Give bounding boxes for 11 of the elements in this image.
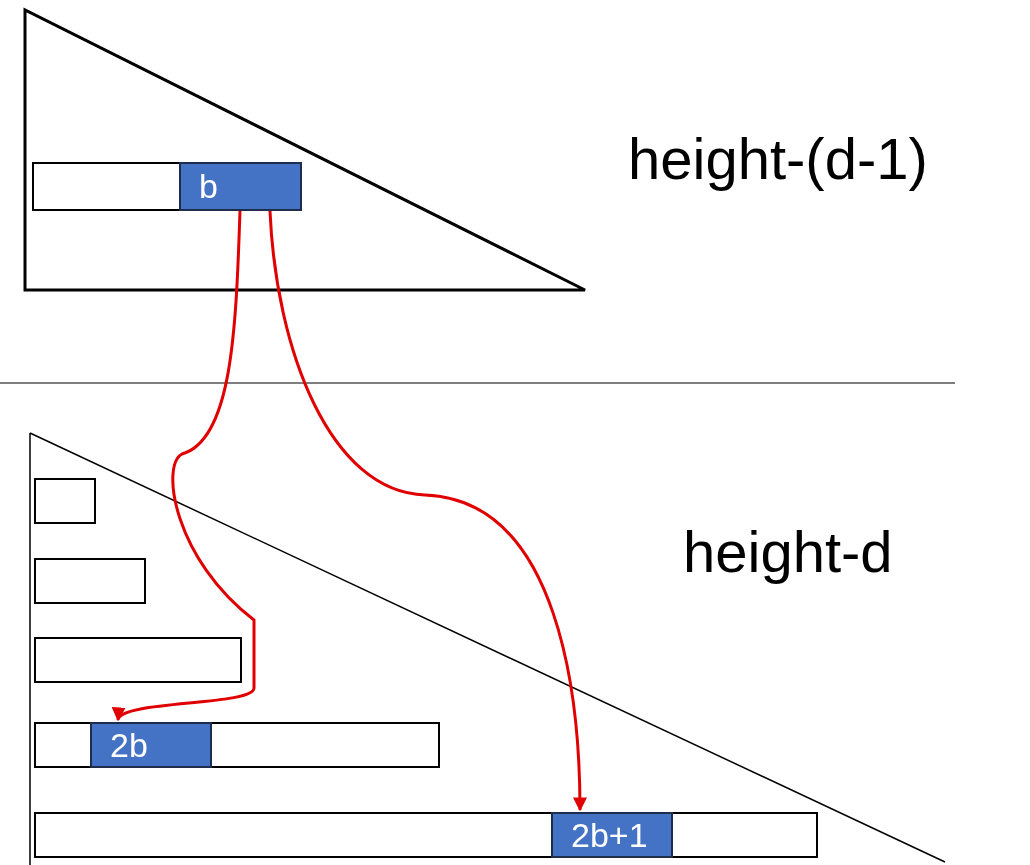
array-bar bbox=[34, 558, 146, 604]
level-label: height-d bbox=[683, 518, 893, 585]
array-bar bbox=[32, 162, 300, 211]
level-label: height-(d-1) bbox=[628, 125, 928, 192]
highlighted-cell: b bbox=[179, 162, 302, 211]
array-bar bbox=[34, 812, 818, 858]
arrow bbox=[268, 210, 587, 812]
array-bar bbox=[34, 722, 440, 768]
highlighted-cell: 2b bbox=[90, 722, 212, 768]
highlighted-cell: 2b+1 bbox=[551, 812, 673, 858]
array-bar bbox=[34, 478, 96, 524]
